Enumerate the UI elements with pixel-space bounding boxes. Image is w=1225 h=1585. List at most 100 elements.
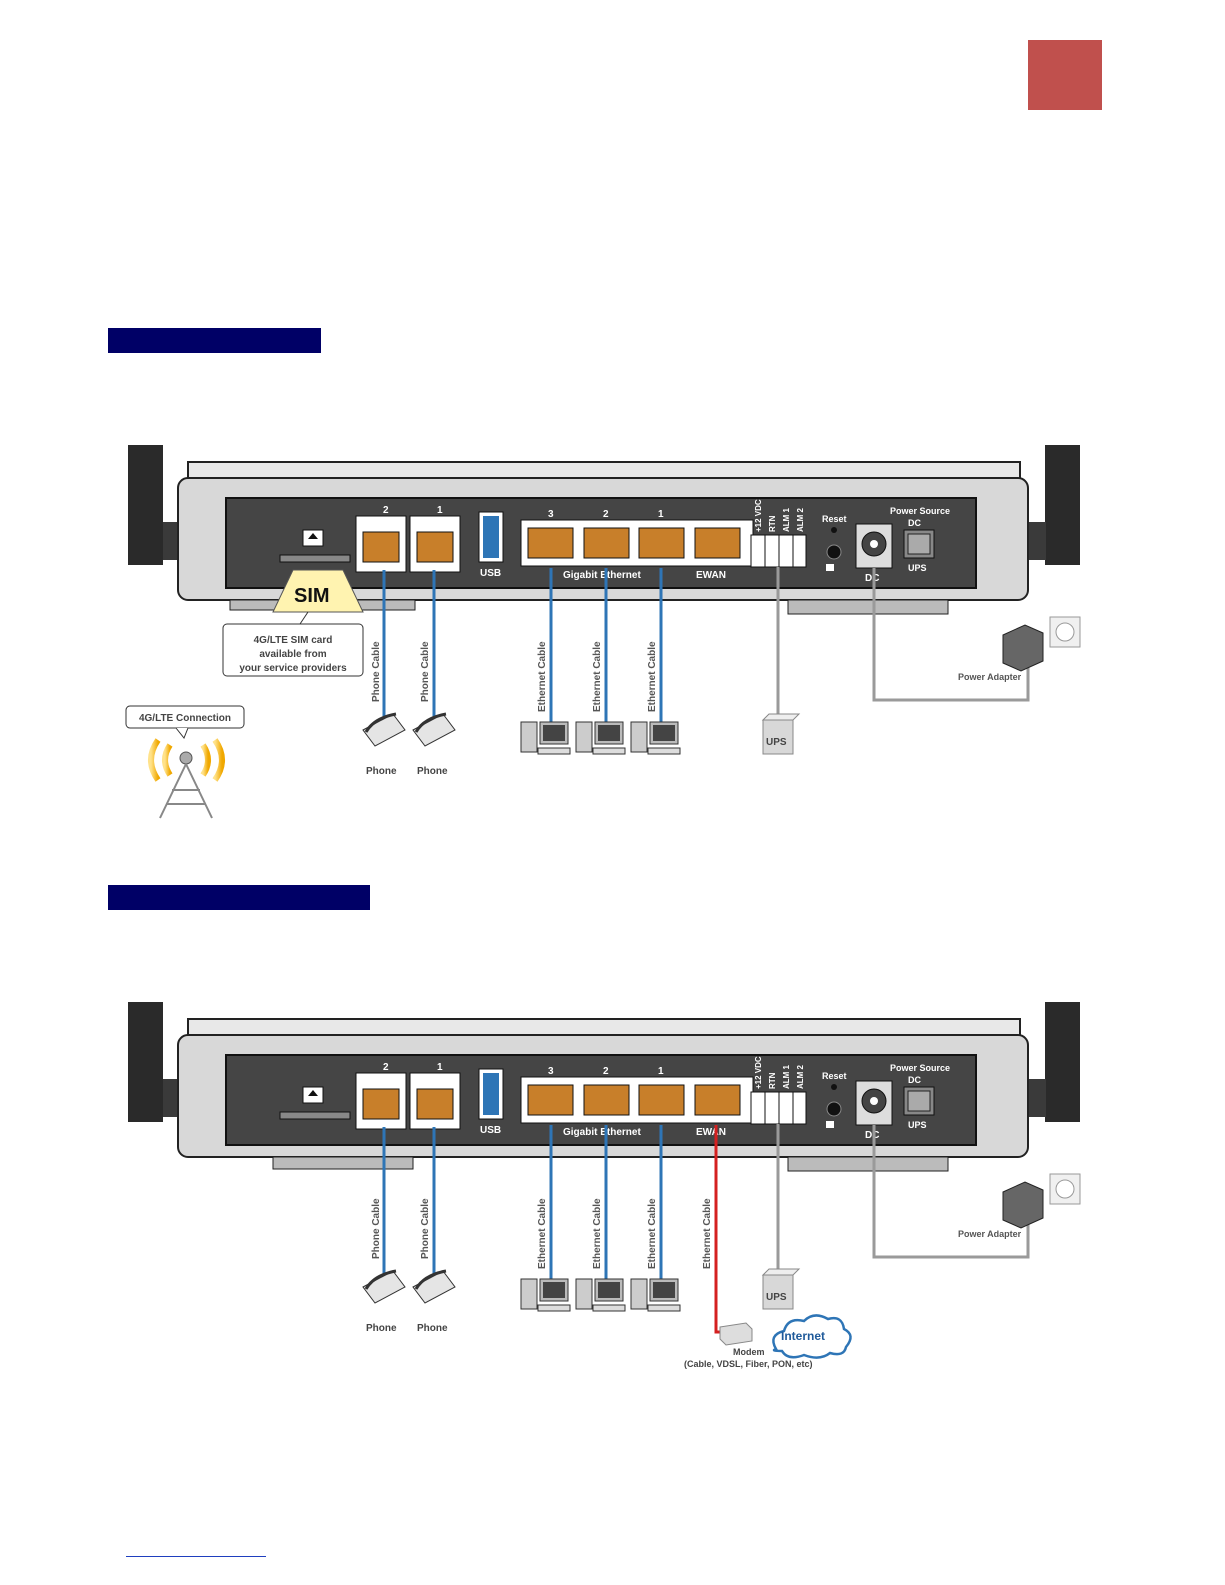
phone-port-2-label: 2 [383,1062,389,1073]
computer-3 [630,721,681,755]
computer-1 [520,1278,571,1312]
computer-3 [630,1278,681,1312]
page-corner-tab [1028,40,1102,110]
power-adapter-cable [872,1125,1030,1259]
terminal-alm2: ALM 2 [796,1064,805,1089]
reset-label: Reset [822,514,847,524]
power-source-switch: Power Source DC UPS [890,1063,950,1130]
computer-2 [575,721,626,755]
dc-jack: DC [855,523,893,584]
reset-button: Reset [822,514,847,571]
power-adapter-cable [872,568,1030,702]
internet-cloud: Internet [772,1314,852,1359]
phone-2: Phone [412,712,456,777]
ethernet-cable-label-3: Ethernet Cable [647,641,658,712]
phone-port-1-label: 1 [437,1062,443,1073]
internet-label: Internet [781,1329,825,1343]
terminal-block: +12 VDC RTN ALM 1 ALM 2 [750,499,807,568]
phone-cable-label-1: Phone Cable [371,641,382,702]
terminal-alm2: ALM 2 [796,507,805,532]
phone-cable-label-2: Phone Cable [420,641,431,702]
lan-port-1-label: 1 [658,1066,664,1077]
gigabit-ethernet-label: Gigabit Ethernet [563,1127,641,1138]
phone-port-1-label: 1 [437,505,443,516]
footer-link-underline [126,1556,266,1557]
diagram-ewan-connection: 2 1 USB 3 2 1 Gigabit Ethernet EWAN +12 … [128,1002,1081,1369]
ewan-cable-label: Ethernet Cable [702,1198,713,1269]
power-adapter-label: Power Adapter [958,1229,1022,1239]
phone-cable-label-1: Phone Cable [371,1198,382,1259]
dc-label: DC [865,1130,879,1141]
sim-note-line3: your service providers [239,663,347,674]
phone-label-1: Phone [366,766,397,777]
terminal-alm1: ALM 1 [782,1064,791,1089]
ethernet-cable-label-1: Ethernet Cable [537,1198,548,1269]
power-source-ups-label: UPS [908,563,927,573]
modem-label: Modem [733,1347,765,1357]
terminal-rtn: RTN [768,1072,777,1089]
phone-cables: Phone Cable Phone Cable [371,1127,436,1275]
phone-label-2: Phone [417,1323,448,1334]
power-source-label: Power Source [890,1063,950,1073]
phone-port-2: 2 [355,1062,407,1130]
ups-label: UPS [766,1292,787,1303]
lte-tower: 4G/LTE Connection [125,705,245,819]
section-heading-bar-1 [108,328,321,353]
ethernet-cable-label-3: Ethernet Cable [647,1198,658,1269]
lan-port-1-label: 1 [658,509,664,520]
usb-port: USB [478,511,504,579]
terminal-12vdc: +12 VDC [754,499,763,532]
ethernet-cable-label-2: Ethernet Cable [592,1198,603,1269]
ethernet-cable-label-2: Ethernet Cable [592,641,603,712]
lan-port-block: 3 2 1 Gigabit Ethernet EWAN [520,509,754,581]
dc-jack: DC [855,1080,893,1141]
sim-text: SIM [294,585,330,607]
phone-1: Phone [362,1269,406,1334]
right-antenna [1018,1002,1080,1122]
usb-label: USB [480,1125,501,1136]
reset-label: Reset [822,1071,847,1081]
terminal-alm1: ALM 1 [782,507,791,532]
computer-1 [520,721,571,755]
usb-port: USB [478,1068,504,1136]
phone-port-2-label: 2 [383,505,389,516]
ewan-label: EWAN [696,570,726,581]
ethernet-cables: Ethernet Cable Ethernet Cable Ethernet C… [537,568,663,725]
diagram-lte-connection: 2 1 USB 3 2 1 Gigabit Ethernet EWAN +12 … [125,445,1081,819]
lan-port-block: 3 2 1 Gigabit Ethernet EWAN [520,1066,754,1138]
lan-port-2-label: 2 [603,509,609,520]
power-adapter: Power Adapter [958,1173,1081,1239]
reset-button: Reset [822,1071,847,1128]
phone-label-2: Phone [417,766,448,777]
sim-slot [279,1086,351,1120]
sim-note-line1: 4G/LTE SIM card [254,635,333,646]
sim-note-line2: available from [259,649,326,660]
power-source-switch: Power Source DC UPS [890,506,950,573]
phone-cables: Phone Cable Phone Cable [371,570,436,718]
lan-port-2-label: 2 [603,1066,609,1077]
ewan-label: EWAN [696,1127,726,1138]
sim-slot [279,529,351,563]
lan-port-3-label: 3 [548,509,554,520]
phone-2: Phone [412,1269,456,1334]
sim-card: SIM [272,569,364,613]
phone-port-2: 2 [355,505,407,573]
phone-port-1: 1 [409,1062,461,1130]
power-source-dc-label: DC [908,1075,921,1085]
power-adapter: Power Adapter [958,616,1081,682]
gigabit-ethernet-label: Gigabit Ethernet [563,570,641,581]
power-source-ups-label: UPS [908,1120,927,1130]
sim-note-callout: 4G/LTE SIM card available from your serv… [222,611,364,677]
terminal-rtn: RTN [768,515,777,532]
phone-1: Phone [362,712,406,777]
phone-cable-label-2: Phone Cable [420,1198,431,1259]
usb-label: USB [480,568,501,579]
ethernet-cable-label-1: Ethernet Cable [537,641,548,712]
ethernet-cables: Ethernet Cable Ethernet Cable Ethernet C… [537,1125,663,1282]
phone-port-1: 1 [409,505,461,573]
phone-label-1: Phone [366,1323,397,1334]
terminal-12vdc: +12 VDC [754,1056,763,1089]
modem: Modem (Cable, VDSL, Fiber, PON, etc) [684,1322,813,1369]
power-source-dc-label: DC [908,518,921,528]
ups-box: UPS [761,713,801,755]
